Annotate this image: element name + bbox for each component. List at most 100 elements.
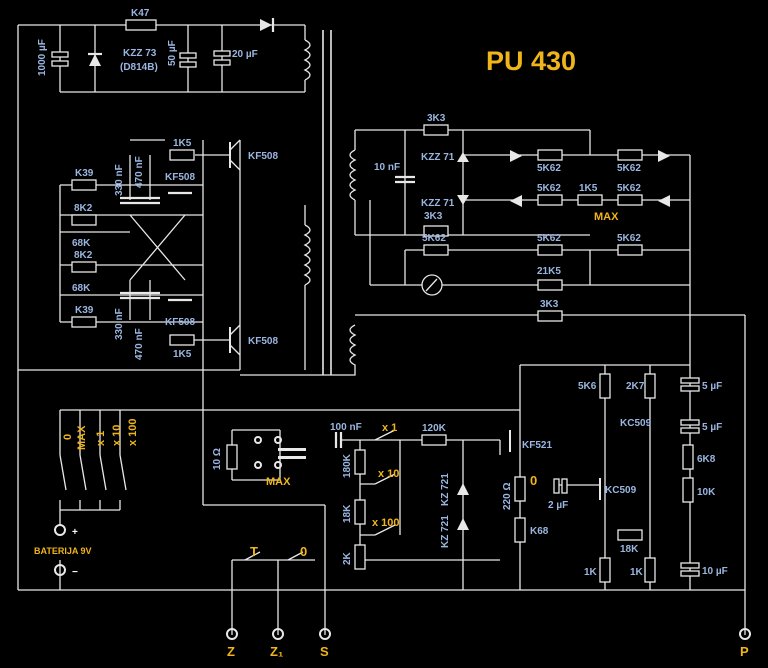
resistor-5k62-1 (537, 149, 563, 161)
label-8k2-b: 8K2 (74, 250, 93, 261)
label-range-x10: x 10 (378, 468, 399, 480)
label-68k-a: 68K (72, 238, 91, 249)
label-kz721-b: KZ 721 (440, 515, 451, 548)
label-k47: K47 (131, 8, 150, 19)
label-input-max: MAX (266, 476, 291, 488)
label-k68: K68 (530, 526, 549, 537)
zener-kzz71-a (457, 152, 469, 162)
input-selector-slider (278, 448, 306, 451)
label-terminal-s: S (320, 644, 329, 659)
resistor-2k (354, 544, 366, 570)
resistor-5k6 (599, 373, 611, 399)
label-5uf-b: 5 µF (702, 422, 722, 433)
label-1k5-top: 1K5 (173, 138, 192, 149)
label-120k: 120K (422, 423, 447, 434)
transformer-core (303, 30, 332, 375)
label-switch-x10: x 10 (111, 425, 123, 446)
label-switch-t: T (250, 544, 258, 559)
capacitor-20uf (213, 59, 231, 66)
label-terminal-z1: Z₁ (270, 644, 283, 659)
resistor-5k62-7 (617, 244, 643, 256)
label-terminal-z: Z (227, 644, 235, 659)
power-supply-section: K47 1000 µF KZZ 73 (D814B) 50 µF 20 µF (17, 8, 745, 591)
label-battery-minus: − (72, 567, 78, 578)
capacitor-1000uf (51, 60, 69, 67)
label-5k62-6: 5K62 (537, 233, 561, 244)
zener-kzz73 (89, 54, 101, 66)
battery-minus-terminal (54, 564, 66, 576)
terminal-p (739, 628, 751, 640)
resistor-10ohm (226, 444, 238, 470)
potentiometer-1k5 (577, 194, 603, 206)
label-battery: BATERIJA 9V (34, 546, 92, 556)
label-5k62-5: 5K62 (422, 233, 446, 244)
resistor-k47 (125, 19, 157, 31)
potentiometer-6k8 (682, 444, 694, 470)
label-100nf: 100 nF (330, 422, 362, 433)
schematic-title: PU 430 (486, 46, 576, 76)
label-kzz73: KZZ 73 (123, 48, 157, 59)
resistor-3k3-a (423, 124, 449, 136)
label-5k6: 5K6 (578, 381, 597, 392)
label-terminal-p: P (740, 644, 749, 659)
label-220ohm: 220 Ω (502, 483, 513, 510)
potentiometer-220ohm (514, 476, 526, 502)
label-10nf: 10 nF (374, 162, 400, 173)
label-68k-b: 68K (72, 283, 91, 294)
label-3k3-c: 3K3 (540, 299, 559, 310)
label-1k-b: 1K (630, 567, 644, 578)
label-switch-zero: 0 (300, 544, 307, 559)
resistor-5k62-4 (617, 194, 643, 206)
label-range-x1: x 1 (382, 422, 397, 434)
label-5k62-4: 5K62 (617, 183, 641, 194)
input-section: 10 Ω MAX 100 nF x 1 x 10 x 100 180K 18K … (202, 360, 500, 635)
label-10ohm: 10 Ω (212, 448, 223, 470)
resistor-k68 (514, 517, 526, 543)
label-10k: 10K (697, 487, 716, 498)
terminal-z (226, 628, 238, 640)
label-2k: 2K (342, 551, 353, 565)
resistor-2k7 (644, 373, 656, 399)
label-1k5-bot: 1K5 (173, 349, 192, 360)
label-6k8: 6K8 (697, 454, 716, 465)
label-kf508-bot: KF508 (248, 336, 278, 347)
label-k39-bot: K39 (75, 305, 94, 316)
label-470nf-top: 470 nF (134, 156, 145, 188)
resistor-1k-a (599, 557, 611, 583)
resistor-1k5-top (169, 149, 195, 161)
label-5k62-2: 5K62 (617, 163, 641, 174)
label-3k3-a: 3K3 (427, 113, 446, 124)
label-2k7: 2K7 (626, 381, 645, 392)
label-50uf: 50 µF (167, 40, 178, 66)
label-5uf-a: 5 µF (702, 381, 722, 392)
label-kc509-a: KC509 (620, 418, 652, 429)
label-5k62-7: 5K62 (617, 233, 641, 244)
label-21k5: 21K5 (537, 266, 561, 277)
resistor-3k3-b (423, 225, 449, 237)
output-terminals: Z Z₁ S P (226, 628, 751, 659)
label-max-pot: MAX (594, 211, 619, 223)
capacitor-5uf-b (680, 427, 700, 434)
label-20uf: 20 µF (232, 49, 258, 60)
capacitor-10uf (680, 570, 700, 577)
oscillator-section: 1K5 KF508 KF508 KF508 K39 8K2 68K 8K2 68… (18, 138, 278, 371)
label-470nf-bot: 470 nF (134, 328, 145, 360)
transformer-winding-primary (303, 224, 311, 286)
range-switch-bank: 0 MAX x 1 x 10 x 100 + BATERIJA 9V − (34, 409, 520, 590)
label-kf508-mid-bot: KF508 (165, 317, 195, 328)
resistor-21k5 (537, 279, 563, 291)
resistor-k39-bot (71, 316, 97, 328)
diode-rectifier (260, 19, 272, 31)
label-2uf: 2 µF (548, 500, 568, 511)
resistor-1k5-bot (169, 334, 195, 346)
label-8k2-a: 8K2 (74, 203, 93, 214)
resistor-18k (354, 499, 366, 525)
label-180k: 180K (342, 453, 353, 478)
label-10uf: 10 µF (702, 566, 728, 577)
terminal-s (319, 628, 331, 640)
label-kzz71-b: KZZ 71 (421, 198, 455, 209)
label-5k62-1: 5K62 (537, 163, 561, 174)
resistor-8k2-a (71, 214, 97, 226)
label-1000uf: 1000 µF (37, 39, 48, 76)
meter-section: 3K3 10 nF KZZ 71 KZZ 71 3K3 5K62 5K62 5K… (240, 113, 746, 635)
